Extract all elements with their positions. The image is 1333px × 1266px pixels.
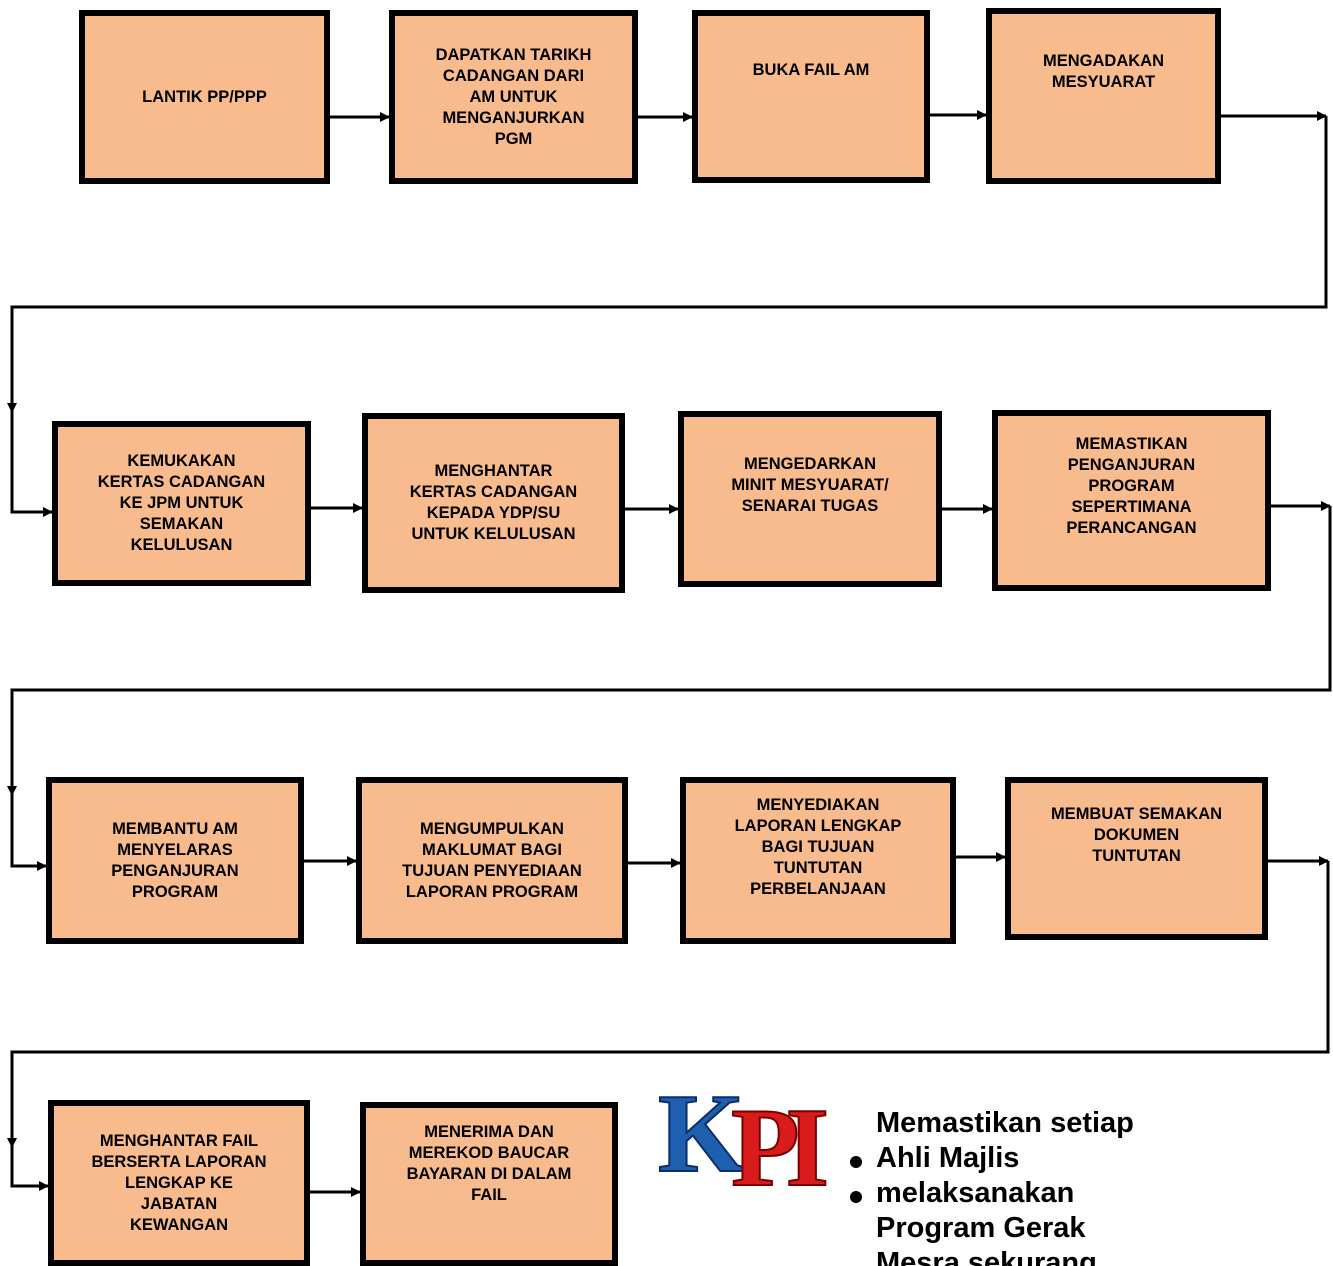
step-box-menghantar-fail: MENGHANTAR FAIL BERSERTA LAPORAN LENGKAP… [48,1100,310,1266]
connector-row3-row4 [10,861,1330,1191]
kpi-line-3: melaksanakan [848,1176,1248,1211]
kpi-line-2: Ahli Majlis [848,1141,1248,1176]
step-label: DAPATKAN TARIKH CADANGAN DARI AM UNTUK M… [435,45,592,148]
kpi-description: Memastikan setiap Ahli Majlis melaksanak… [848,1106,1248,1266]
step-box-mengumpulkan-maklumat: MENGUMPULKAN MAKLUMAT BAGI TUJUAN PENYED… [356,777,628,944]
step-box-menerima-merekod: MENERIMA DAN MEREKOD BAUCAR BAYARAN DI D… [360,1102,618,1266]
step-label: MENERIMA DAN MEREKOD BAUCAR BAYARAN DI D… [406,1123,572,1204]
step-label: MENYEDIAKAN LAPORAN LENGKAP BAGI TUJUAN … [734,796,902,898]
bullet-icon [850,1191,862,1203]
kpi-line-5: Mesra sekurang [876,1247,1097,1266]
step-box-buka-fail: BUKA FAIL AM [692,10,930,183]
bullet-icon [850,1156,862,1168]
step-box-membuat-semakan: MEMBUAT SEMAKAN DOKUMEN TUNTUTAN [1005,777,1268,940]
step-label: MENGUMPULKAN MAKLUMAT BAGI TUJUAN PENYED… [402,819,582,901]
step-label: MEMBUAT SEMAKAN DOKUMEN TUNTUTAN [1050,805,1223,865]
step-box-menghantar-kertas: MENGHANTAR KERTAS CADANGAN KEPADA YDP/SU… [362,413,625,593]
step-label: MENGHANTAR KERTAS CADANGAN KEPADA YDP/SU… [409,462,578,543]
step-label: MEMBANTU AM MENYELARAS PENGANJURAN PROGR… [111,819,239,901]
step-label: MENGEDARKAN MINIT MESYUARAT/ SENARAI TUG… [731,454,889,515]
step-box-membantu-am: MEMBANTU AM MENYELARAS PENGANJURAN PROGR… [46,777,304,944]
step-label: KEMUKAKAN KERTAS CADANGAN KE JPM UNTUK S… [97,452,266,554]
step-box-mengedarkan-minit: MENGEDARKAN MINIT MESYUARAT/ SENARAI TUG… [678,411,942,587]
kpi-line-4: Program Gerak [876,1212,1086,1244]
step-box-memastikan-penganjuran: MEMASTIKAN PENGANJURAN PROGRAM SEPERTIMA… [992,410,1271,591]
connector-row1-row2 [10,116,1328,517]
step-label: BUKA FAIL AM [752,61,870,79]
step-box-mengadakan-mesyuarat: MENGADAKAN MESYUARAT [986,8,1221,184]
kpi-logo: KPI [658,1083,838,1203]
kpi-line-1: Memastikan setiap [876,1107,1134,1139]
step-box-menyediakan-laporan: MENYEDIAKAN LAPORAN LENGKAP BAGI TUJUAN … [680,777,956,944]
step-label: MENGHANTAR FAIL BERSERTA LAPORAN LENGKAP… [91,1131,267,1234]
connector-row2-row3 [10,506,1332,871]
kpi-logo-text: KPI [658,1083,826,1203]
step-box-dapatkan-tarikh: DAPATKAN TARIKH CADANGAN DARI AM UNTUK M… [389,10,638,184]
step-label: MEMASTIKAN PENGANJURAN PROGRAM SEPERTIMA… [1066,435,1197,537]
step-label: MENGADAKAN MESYUARAT [1043,52,1164,91]
step-box-kemukakan-kertas: KEMUKAKAN KERTAS CADANGAN KE JPM UNTUK S… [52,421,311,586]
step-label: LANTIK PP/PPP [142,87,267,106]
step-box-lantik-pp: LANTIK PP/PPP [79,10,330,184]
